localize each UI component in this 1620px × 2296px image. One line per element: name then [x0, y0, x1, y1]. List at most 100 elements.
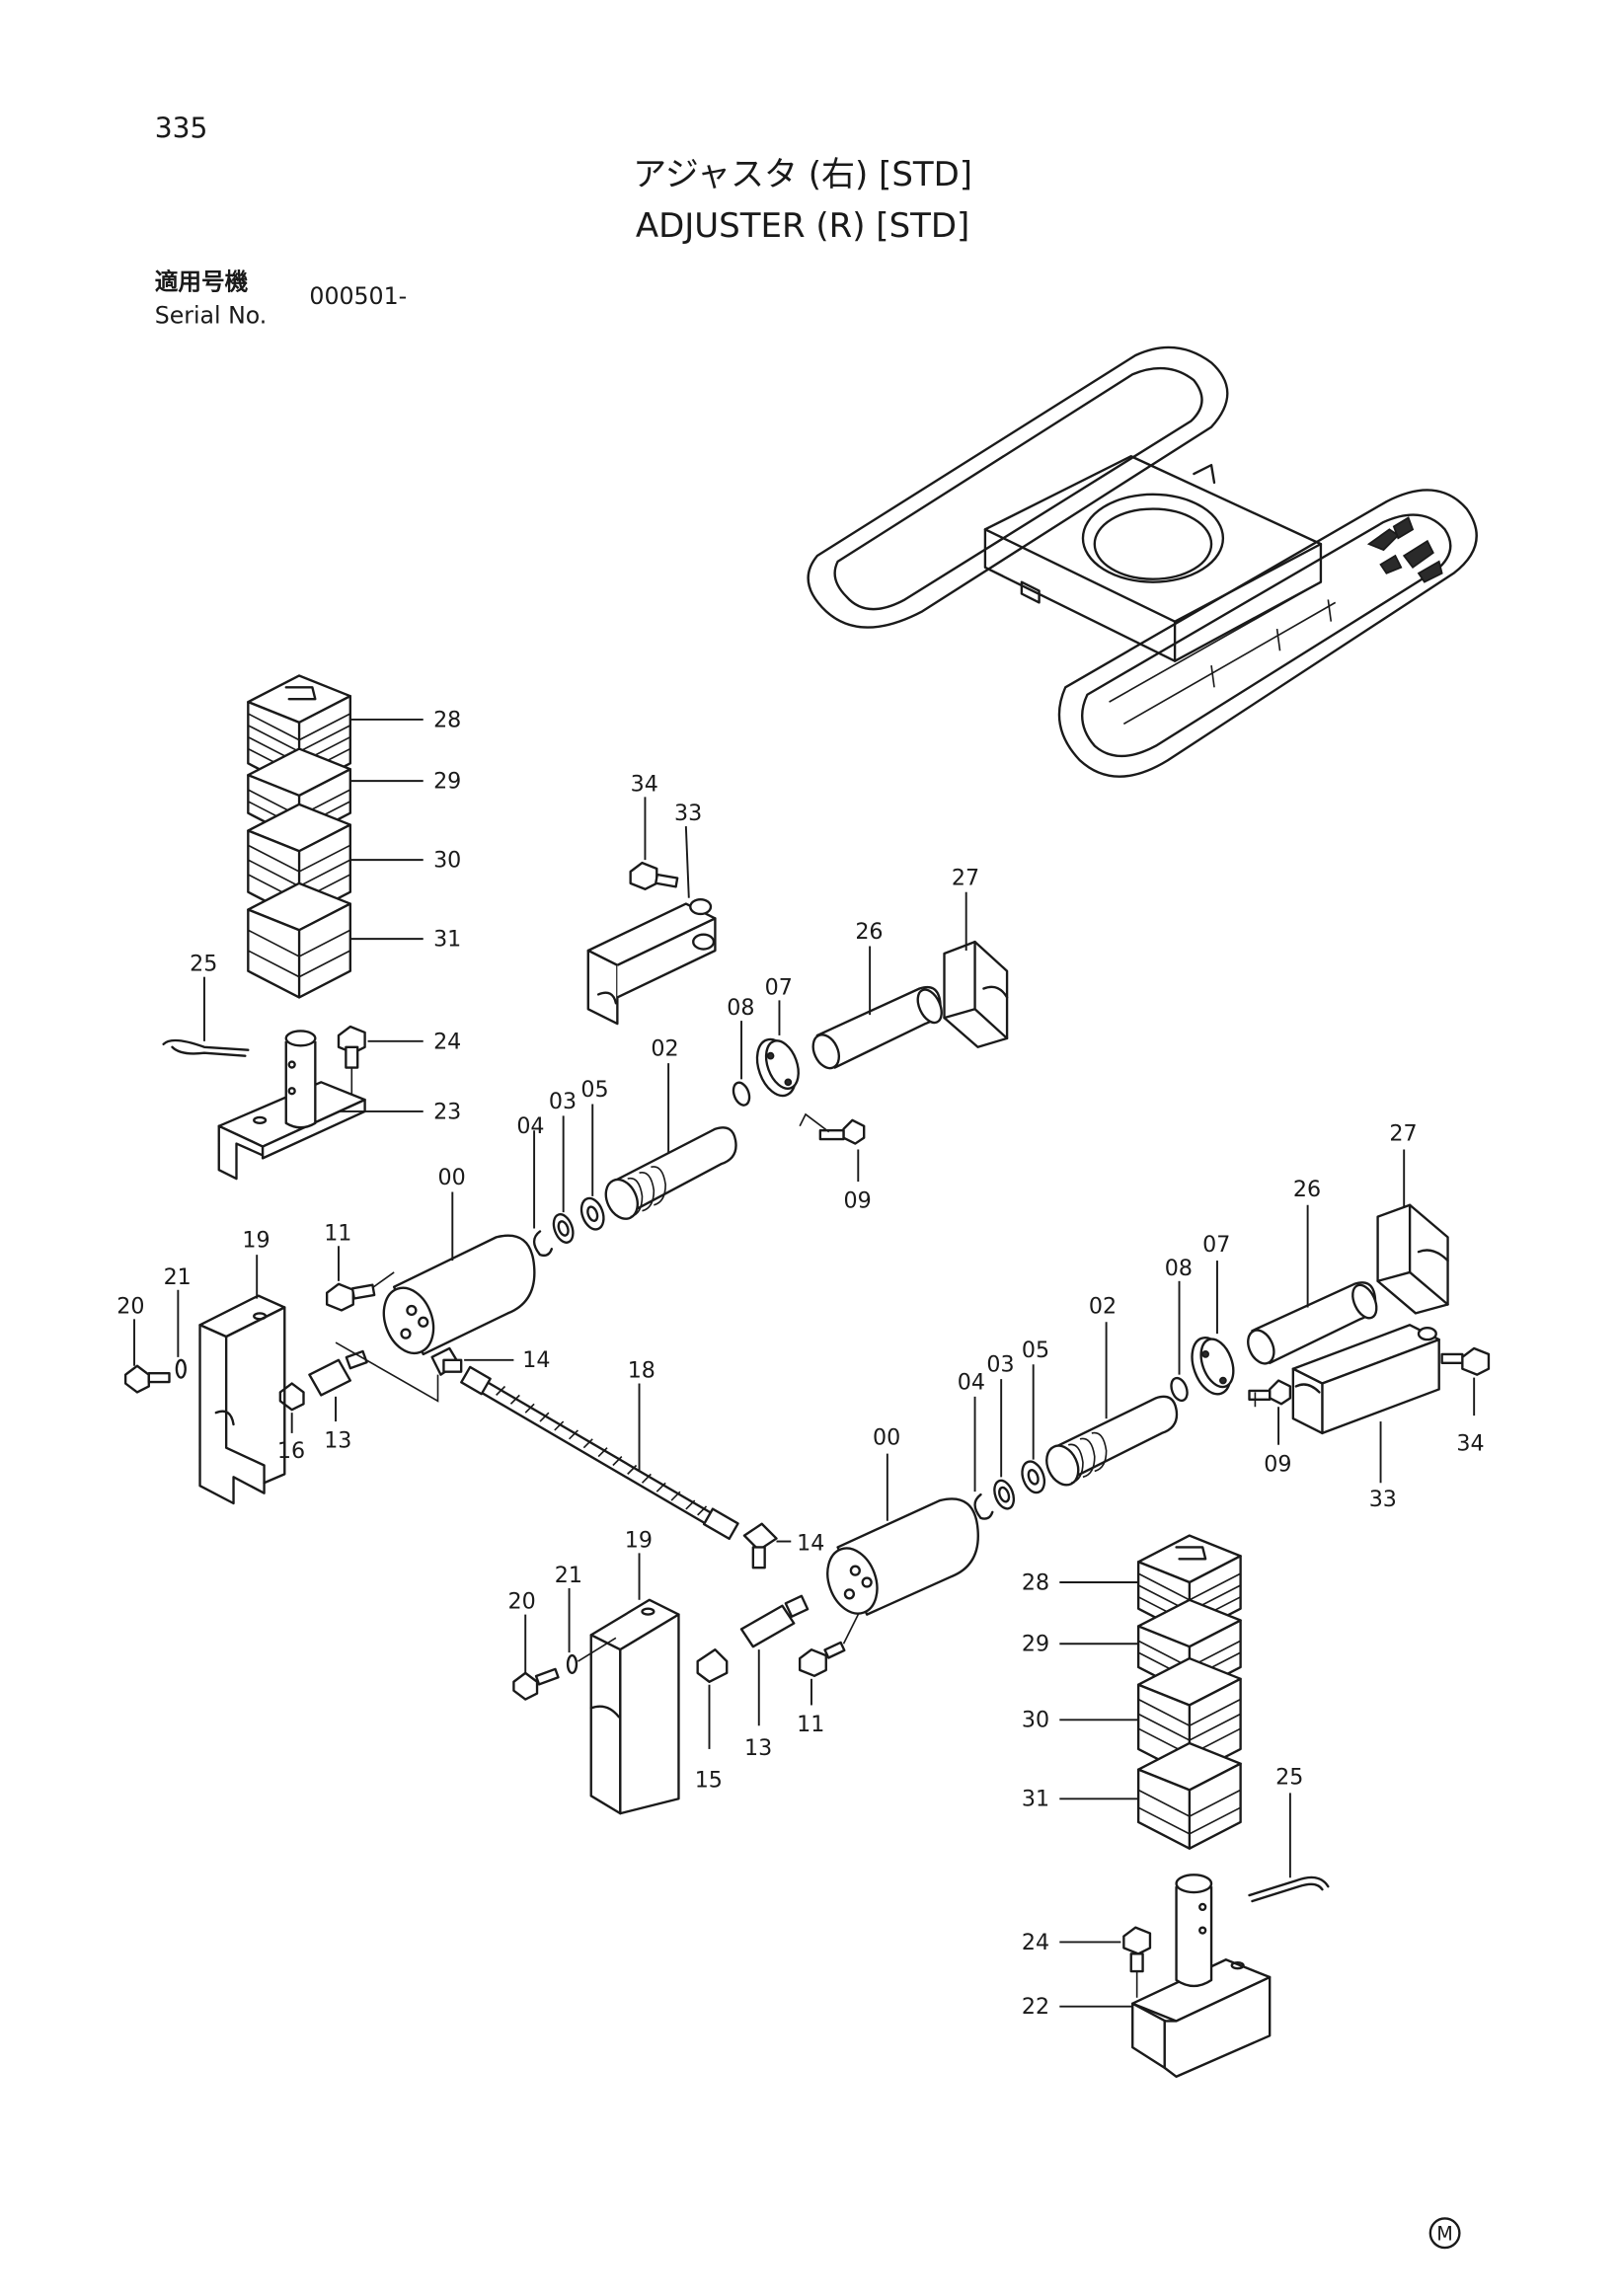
seal-05-upper [579, 1196, 605, 1231]
callout-00-upper: 00 [438, 1165, 466, 1190]
title-english: ADJUSTER (R) [STD] [636, 206, 969, 246]
bolt-09-upper [818, 1118, 866, 1145]
bracket-19-upper [198, 1294, 286, 1505]
bolt-34-lower [1440, 1346, 1491, 1376]
callout-28-lower: 28 [1022, 1569, 1049, 1595]
callout-13-lower: 13 [744, 1735, 772, 1761]
fitting-13-upper [308, 1349, 368, 1397]
title-japanese: アジャスタ (右) [STD] [633, 155, 972, 194]
callout-20-upper: 20 [116, 1293, 144, 1319]
callout-24-lower: 24 [1022, 1930, 1049, 1955]
piston-02-upper [604, 1126, 737, 1220]
callout-27-lower: 27 [1389, 1121, 1417, 1147]
callout-11-lower: 11 [797, 1712, 824, 1737]
callout-26-upper: 26 [855, 919, 883, 945]
bracket-33-upper [586, 897, 717, 1026]
hose-18 [460, 1365, 739, 1541]
callout-16: 16 [277, 1438, 305, 1464]
callout-04-lower: 04 [958, 1369, 985, 1395]
m-mark-letter: M [1436, 2223, 1453, 2246]
callout-15: 15 [695, 1767, 723, 1793]
bracket-23 [217, 1030, 366, 1181]
callout-08-lower: 08 [1165, 1256, 1193, 1281]
callout-29-lower: 29 [1022, 1632, 1049, 1657]
callout-23: 23 [433, 1099, 461, 1124]
callout-31-lower: 31 [1022, 1787, 1049, 1812]
callout-00-lower: 00 [873, 1425, 900, 1451]
callout-19-upper: 19 [242, 1228, 270, 1254]
callout-34-lower: 34 [1456, 1431, 1484, 1457]
shim-stack-upper [247, 674, 351, 999]
callout-19-lower: 19 [625, 1527, 653, 1553]
callout-27-upper: 27 [952, 865, 979, 890]
callout-03-lower: 03 [986, 1352, 1014, 1378]
serial-label-japanese: 適用号機 [155, 268, 249, 295]
serial-label-english: Serial No. [155, 301, 268, 329]
bracket-22 [1131, 1874, 1272, 2078]
callout-14-lower: 14 [797, 1530, 824, 1556]
callout-09-lower: 09 [1264, 1451, 1291, 1477]
callout-08-upper: 08 [727, 995, 754, 1021]
cylinder-00-lower [826, 1497, 979, 1616]
callout-03-upper: 03 [549, 1089, 577, 1114]
callout-18: 18 [628, 1358, 656, 1384]
o-ring-08-lower [1170, 1376, 1189, 1403]
callout-11-upper: 11 [324, 1220, 351, 1246]
plug-16 [278, 1382, 305, 1412]
callout-31-upper: 31 [433, 927, 461, 953]
callout-26-lower: 26 [1293, 1177, 1321, 1202]
bolt-09-lower [1248, 1379, 1292, 1406]
callout-34-upper: 34 [631, 771, 658, 797]
shim-stack-lower [1136, 1534, 1242, 1850]
callout-25-upper: 25 [190, 952, 217, 977]
o-ring-08-upper [732, 1081, 751, 1107]
callout-33-upper: 33 [674, 801, 702, 826]
seal-05-lower [1021, 1460, 1046, 1494]
callout-30-upper: 30 [433, 848, 461, 874]
seal-03-upper [552, 1213, 575, 1244]
elbow-14-upper [430, 1346, 463, 1376]
snap-ring-04-lower [973, 1492, 994, 1520]
elbow-14-lower [742, 1522, 778, 1569]
callout-21-upper: 21 [164, 1264, 192, 1290]
callout-09-upper: 09 [844, 1188, 872, 1214]
cotter-pin-upper [162, 1038, 250, 1057]
callout-20-lower: 20 [507, 1589, 535, 1615]
serial-number: 000501- [309, 282, 407, 310]
callout-04-upper: 04 [516, 1113, 544, 1139]
piston-02-lower [1045, 1395, 1179, 1487]
washer-21-upper [175, 1358, 187, 1379]
callout-14-upper: 14 [522, 1347, 550, 1373]
bolt-11-lower [798, 1641, 846, 1678]
callout-07-lower: 07 [1202, 1232, 1230, 1258]
callout-21-lower: 21 [555, 1563, 582, 1588]
callout-29-upper: 29 [433, 769, 461, 795]
undercarriage-overview [807, 345, 1478, 778]
callout-24-upper: 24 [433, 1029, 461, 1054]
bolt-34-upper [629, 861, 679, 890]
seal-03-lower [993, 1479, 1016, 1510]
bolt-20-lower [512, 1667, 560, 1701]
rod-26-lower [1247, 1281, 1378, 1365]
m-mark: M [1428, 2217, 1461, 2250]
flange-07-upper [755, 1037, 800, 1098]
callout-28-upper: 28 [433, 707, 461, 732]
bolt-11-upper [325, 1282, 376, 1312]
bolt-20-upper [123, 1364, 171, 1394]
callout-22: 22 [1022, 1994, 1049, 2020]
bolt-24-lower [1122, 1926, 1152, 1998]
callout-02-lower: 02 [1089, 1293, 1117, 1319]
callout-05-lower: 05 [1022, 1338, 1049, 1363]
page-number: 335 [155, 112, 208, 144]
callout-25-lower: 25 [1275, 1764, 1303, 1790]
shim-plate-27-lower [1376, 1203, 1449, 1315]
bolt-24-upper [337, 1025, 366, 1095]
callout-05-upper: 05 [580, 1077, 608, 1103]
callout-33-lower: 33 [1369, 1487, 1397, 1512]
cotter-pin-lower [1248, 1875, 1330, 1903]
callout-13-upper: 13 [324, 1428, 351, 1454]
bracket-19-lower [589, 1598, 680, 1815]
fitting-13-lower [739, 1594, 810, 1648]
snap-ring-04-upper [532, 1230, 554, 1258]
